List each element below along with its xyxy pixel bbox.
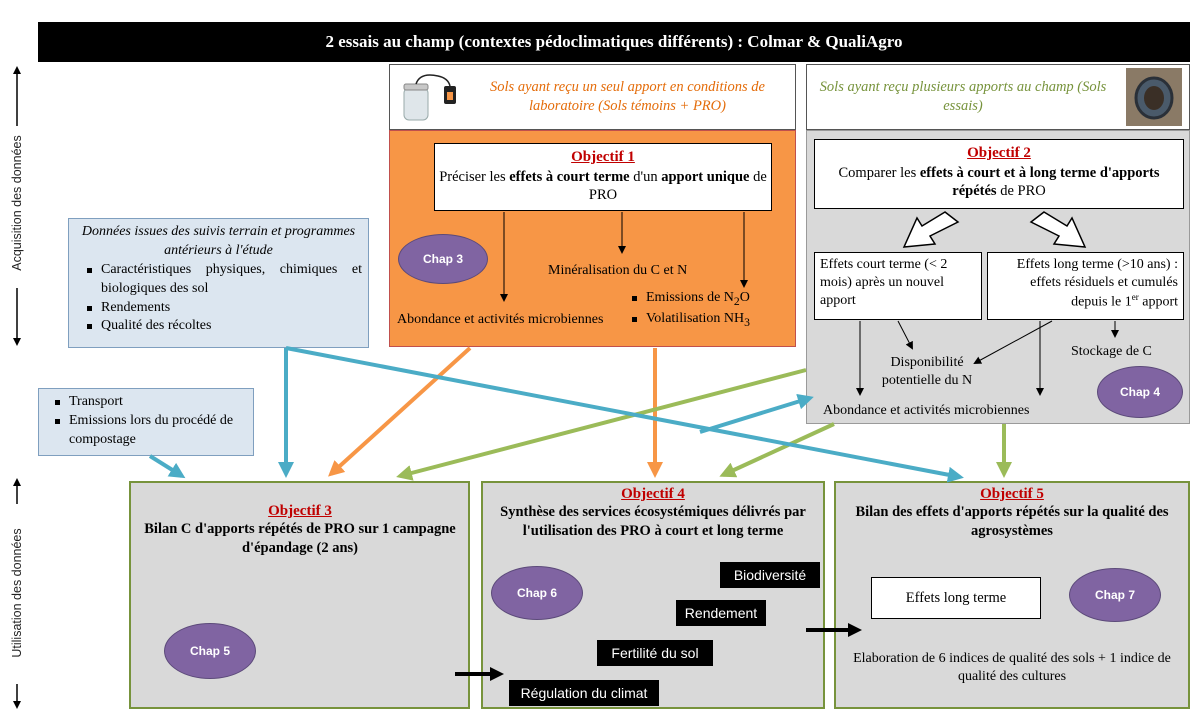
jar-icon [398, 70, 460, 126]
obj2-text-post: de PRO [996, 183, 1046, 200]
obj2-text-b2: d'apports répétés [952, 164, 1160, 200]
data-box-item: Rendements [87, 299, 362, 318]
soil-core-photo [1126, 68, 1182, 126]
transport-item: Emissions lors du procédé de compostage [55, 412, 249, 450]
obj5-content: Objectif 5 Bilan des effets d'apports ré… [842, 486, 1182, 541]
chap5-badge: Chap 5 [164, 623, 256, 679]
obj1-emission-n2o: Emissions de N2O [632, 290, 750, 308]
chap6-badge: Chap 6 [491, 566, 583, 620]
green-arrows [396, 368, 1012, 481]
obj1-emission-nh3: Volatilisation NH3 [632, 310, 750, 329]
obj5-text: Bilan des effets d'apports répétés sur l… [855, 504, 1169, 539]
black-arrows [455, 623, 862, 681]
obj2-title: Objectif 2 [967, 145, 1031, 161]
obj2-box: Objectif 2 Comparer les effets à court e… [814, 139, 1184, 209]
chap7-badge: Chap 7 [1069, 568, 1161, 622]
chap4-badge: Chap 4 [1097, 366, 1183, 418]
blue-arrows [148, 346, 964, 483]
obj2-stockage: Stockage de C [1071, 344, 1152, 359]
data-box-title: Données issues des suivis terrain et pro… [81, 224, 356, 258]
obj1-text-pre: Préciser les [439, 168, 510, 185]
lab-header-text: Sols ayant reçu un seul apport en condit… [490, 79, 765, 114]
label-biodiversite: Biodiversité [720, 562, 820, 588]
obj1-arrows [500, 212, 748, 302]
obj4-content: Objectif 4 Synthèse des services écosyst… [490, 486, 816, 541]
banner: 2 essais au champ (contextes pédoclimati… [38, 22, 1190, 62]
obj1-text-b1: effets à court terme [509, 168, 630, 185]
data-box-item: Caractéristiques physiques, chimiques et… [87, 261, 362, 299]
obj2-hollow-arrows [902, 211, 1087, 248]
field-header-text: Sols ayant reçu plusieurs apports au cha… [819, 79, 1107, 114]
data-box-list: Caractéristiques physiques, chimiques et… [75, 261, 362, 337]
obj3-content: Objectif 3 Bilan C d'apports répétés de … [140, 503, 460, 558]
obj2-short-term-box: Effets court terme (< 2 mois) après un n… [814, 252, 982, 320]
data-box: Données issues des suivis terrain et pro… [68, 218, 369, 348]
obj1-text-b2: apport unique [661, 168, 750, 185]
side-axis-acquisition: Acquisition des données [0, 66, 34, 346]
transport-item: Transport [55, 393, 249, 412]
label-regulation-climat: Régulation du climat [509, 680, 659, 706]
obj5-long-term-box: Effets long terme [871, 577, 1041, 619]
obj1-emissions: Emissions de N2O Volatilisation NH3 [628, 289, 750, 330]
obj1-abondance: Abondance et activités microbiennes [397, 312, 604, 327]
obj2-thin-arrows [856, 320, 1119, 396]
obj2-text-pre: Comparer les [838, 164, 920, 181]
obj2-long-text: Effets long terme (>10 ans) : effets rés… [1016, 257, 1178, 311]
obj2-abondance: Abondance et activités microbiennes [823, 403, 1030, 418]
obj2-text-b1: effets à court et à long terme [919, 164, 1097, 181]
obj4-text: Synthèse des services écosystémiques dél… [500, 504, 806, 539]
chap3-badge: Chap 3 [398, 234, 488, 284]
obj3-title: Objectif 3 [268, 503, 332, 519]
transport-box: Transport Emissions lors du procédé de c… [38, 388, 254, 456]
label-fertilite: Fertilité du sol [597, 640, 713, 666]
obj4-title: Objectif 4 [621, 486, 685, 502]
obj5-elaboration: Elaboration de 6 indices de qualité des … [853, 651, 1171, 685]
label-rendement: Rendement [676, 600, 766, 626]
obj1-mineral: Minéralisation du C et N [548, 263, 688, 278]
obj2-dispo: Disponibilité potentielle du N [881, 355, 973, 389]
obj1-box: Objectif 1 Préciser les effets à court t… [434, 143, 772, 211]
obj3-text: Bilan C d'apports répétés de PRO sur 1 c… [144, 521, 456, 556]
data-box-item: Qualité des récoltes [87, 317, 362, 336]
obj1-text-post: de PRO [588, 168, 767, 204]
obj1-text-mid: d'un [629, 168, 662, 185]
lab-header: Sols ayant reçu un seul apport en condit… [389, 64, 796, 130]
obj5-title: Objectif 5 [980, 486, 1044, 502]
obj1-title: Objectif 1 [571, 149, 635, 165]
side-axis-utilisation: Utilisation des données [0, 478, 34, 709]
obj2-long-term-box: Effets long terme (>10 ans) : effets rés… [987, 252, 1184, 320]
